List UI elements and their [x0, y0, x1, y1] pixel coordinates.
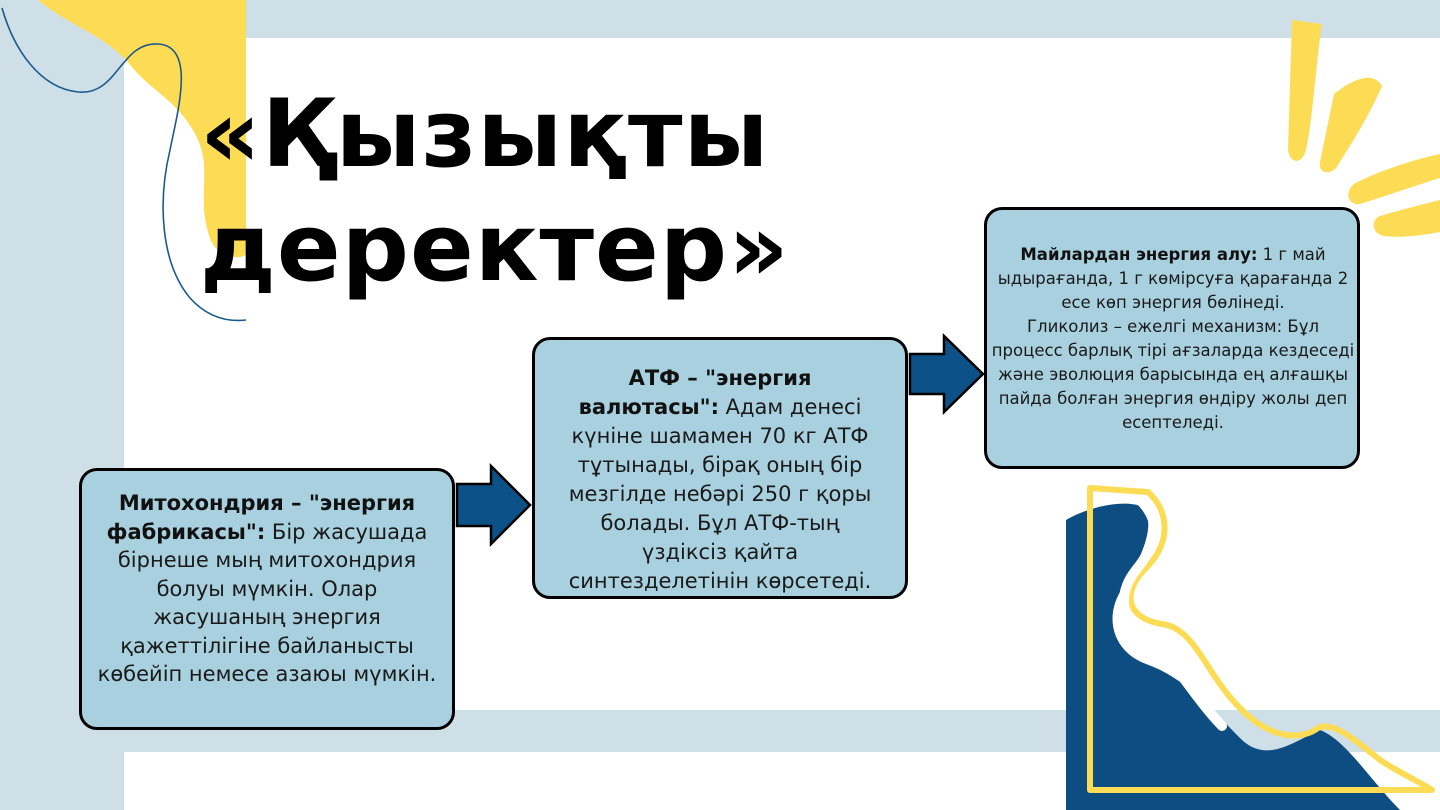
fact-text: Адам денесі күніне шамамен 70 кг АТФ тұт…: [568, 395, 872, 593]
fact-box-atp: АТФ – "энергия валютасы": Адам денесі кү…: [532, 337, 908, 599]
fact-box-fats: Майлардан энергия алу: 1 г май ыдырағанд…: [984, 207, 1360, 469]
right-arrow-icon: [455, 462, 532, 548]
right-arrow-icon: [908, 333, 985, 415]
yellow-ray-shape: [1319, 77, 1382, 173]
fact-heading: АТФ – "энергия валютасы":: [578, 366, 812, 419]
yellow-wave-shape: [38, 0, 246, 258]
fact-text: Бір жасушада бірнеше мың митохондрия бол…: [97, 519, 437, 687]
title-line-2: деректер»: [200, 194, 790, 303]
fact-text: 1 г май ыдырағанда, 1 г көмірсуға қараға…: [997, 245, 1349, 312]
title-line-1: «Қызықты: [200, 80, 770, 189]
yellow-frame-line: [1087, 485, 1435, 793]
fact-heading: Митохондрия – "энергия фабрикасы":: [106, 491, 416, 544]
fact-box-mitochondria: Митохондрия – "энергия фабрикасы": Бір ж…: [79, 468, 455, 730]
blue-curve-line: [1, 7, 247, 322]
yellow-ray-shape: [1348, 154, 1440, 205]
fact-heading: Майлардан энергия алу:: [1020, 245, 1258, 264]
yellow-ray-shape: [1373, 200, 1440, 237]
blue-blob-shape: [1066, 503, 1400, 810]
yellow-ray-shape: [1288, 20, 1322, 161]
yellow-frame-inner-line: [1119, 495, 1227, 731]
page-title: «Қызықты деректер»: [200, 78, 900, 306]
fact-text-glycolysis: Гликолиз – ежелгі механизм: Бұл процесс …: [991, 317, 1355, 432]
